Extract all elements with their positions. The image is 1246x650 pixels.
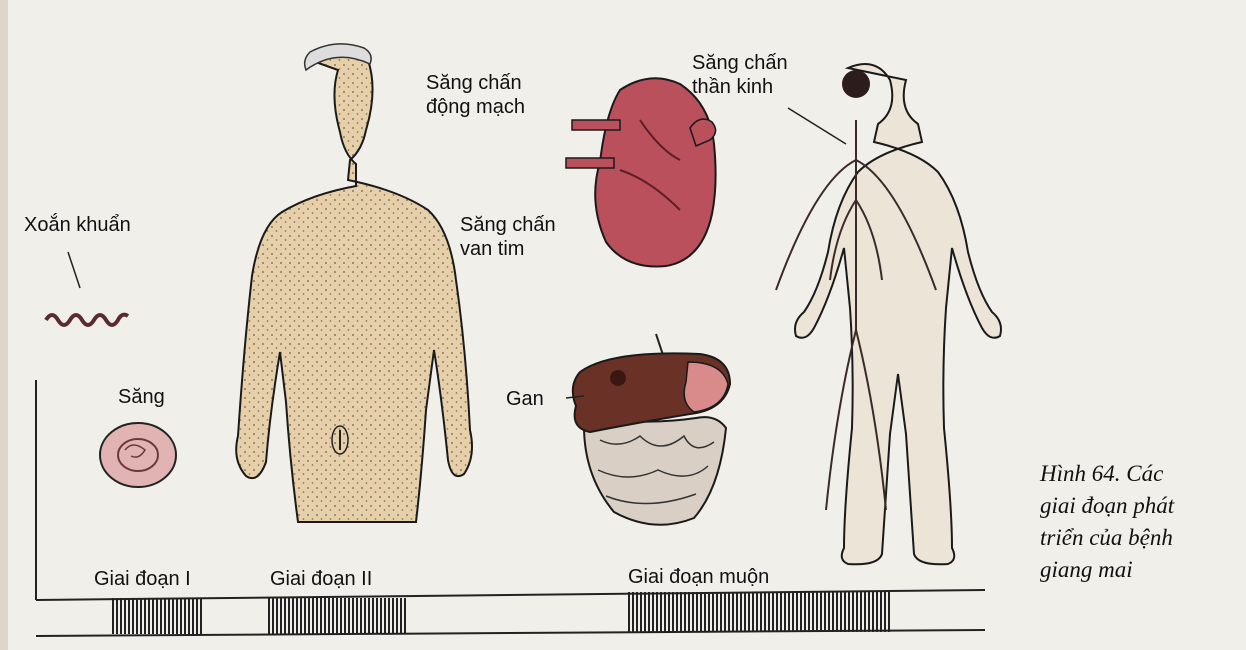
stage-1-bar bbox=[110, 598, 202, 634]
spirochete-label: Xoắn khuẩn bbox=[24, 214, 131, 236]
arterial-label-line1: Săng chấn bbox=[426, 72, 522, 94]
caption-line: giang mai bbox=[1040, 554, 1240, 586]
valve-label-line1: Săng chấn bbox=[460, 214, 556, 236]
chancre-drawing bbox=[100, 423, 176, 487]
caption-line: Hình 64. Các bbox=[1040, 458, 1240, 490]
liver-label: Gan bbox=[506, 388, 544, 410]
valve-label-line2: van tim bbox=[460, 238, 524, 260]
nervous-label-line2: thần kinh bbox=[692, 76, 773, 98]
caption-line: giai đoạn phát bbox=[1040, 490, 1240, 522]
figure-caption: Hình 64. Các giai đoạn phát triển của bệ… bbox=[1040, 458, 1240, 586]
stage-2-bar bbox=[268, 598, 408, 634]
arterial-label-line2: động mạch bbox=[426, 96, 525, 118]
caption-line: triển của bệnh bbox=[1040, 522, 1240, 554]
late-stage-bar bbox=[628, 592, 890, 632]
late-stage-label: Giai đoạn muộn bbox=[628, 566, 769, 588]
stage-1-label: Giai đoạn I bbox=[94, 568, 191, 590]
stage-2-label: Giai đoạn II bbox=[270, 568, 372, 590]
chancre-label: Săng bbox=[118, 386, 165, 408]
nervous-label-line1: Săng chấn bbox=[692, 52, 788, 74]
